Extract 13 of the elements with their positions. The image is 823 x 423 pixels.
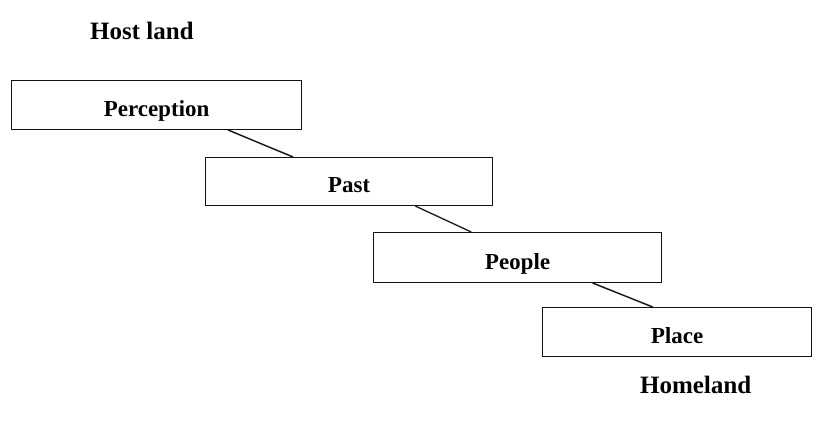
connector-line xyxy=(592,282,653,308)
box-label: Place xyxy=(650,322,704,348)
connector-line xyxy=(228,129,294,158)
region-label: Homeland xyxy=(640,372,752,400)
term-box xyxy=(542,307,812,357)
box-label: Past xyxy=(328,172,370,197)
term-box xyxy=(11,80,302,130)
term-box xyxy=(373,232,662,283)
box-label: Perception xyxy=(104,96,210,121)
term-box xyxy=(205,157,493,206)
box-label: People xyxy=(484,248,550,274)
region-label: Host land xyxy=(90,18,194,46)
connector-line xyxy=(414,205,472,233)
